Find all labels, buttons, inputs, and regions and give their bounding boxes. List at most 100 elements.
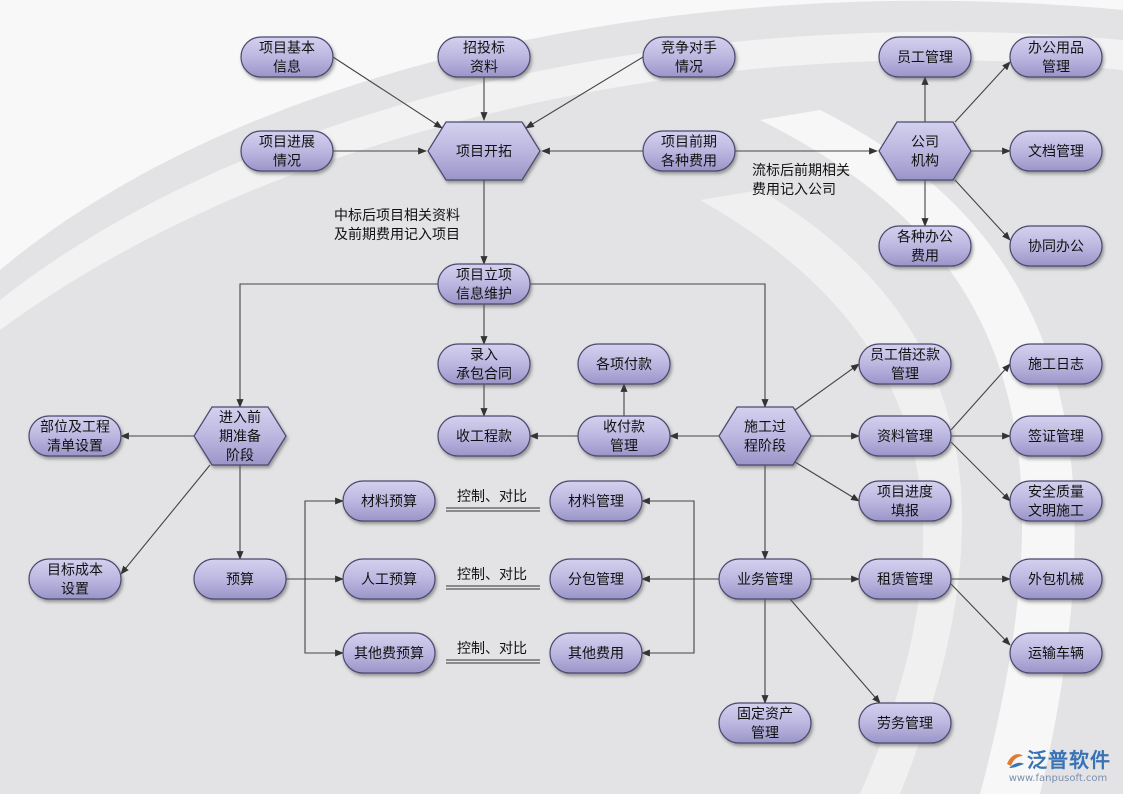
node-label: 施工过 [744,420,786,436]
node-label: 项目立项 [456,268,512,284]
pill-shape [1009,480,1103,522]
node-ywgl: 业务管理 [718,558,812,600]
node-sgck: 收工程款 [437,415,531,457]
pill-shape [549,558,643,600]
node-qzgl: 签证管理 [1009,415,1103,457]
node-xmkt: 项目开拓 [427,121,541,181]
connector-arrow [641,497,695,579]
node-label: 各项付款 [596,357,652,373]
node-label: 项目前期 [661,134,717,151]
node-label: 项目进展 [259,135,315,151]
edge-label: 费用记入公司 [752,182,836,198]
connector-arrow [332,56,443,129]
node-label: 各种办公 [897,230,953,246]
connector-arrow [794,461,860,502]
node-label: 收付款 [603,420,645,436]
pill-shape [437,263,531,305]
node-label: 其他费用 [568,646,624,662]
pill-shape [240,130,334,172]
pill-shape [193,558,287,600]
pill-shape [878,225,972,267]
node-label: 程阶段 [744,439,786,455]
pill-shape [28,415,122,457]
pill-shape [342,632,436,674]
control-compare-text: 控制、对比 [457,641,527,657]
connector-arrow [304,497,344,579]
node-label: 资料 [470,60,498,76]
pill-shape [858,558,952,600]
control-compare-text: 控制、对比 [457,489,527,505]
node-label: 目标成本 [47,563,103,579]
node-label: 运输车辆 [1028,645,1084,662]
node-label: 公司 [911,135,939,151]
control-compare-label: 控制、对比 [446,567,540,590]
node-label: 资料管理 [877,429,933,445]
connector-arrow [954,61,1011,123]
node-label: 各种费用 [661,154,717,170]
pill-shape [28,558,122,600]
edge-label: 流标后前期相关 [752,162,850,179]
pill-shape [577,343,671,385]
node-label: 办公用品 [1028,41,1084,57]
node-label: 其他费预算 [354,646,424,662]
brand-url: www.fanpusoft.com [1008,773,1108,784]
node-ys: 预算 [193,558,287,600]
node-zlgl: 资料管理 [858,415,952,457]
pill-shape [642,130,736,172]
pill-shape [858,480,952,522]
pill-shape [437,343,531,385]
node-zlglB: 租赁管理 [858,558,952,600]
node-label: 固定资产 [737,707,793,723]
node-rgys: 人工预算 [342,558,436,600]
node-lwgl: 劳务管理 [858,702,952,744]
control-compare-label: 控制、对比 [446,489,540,512]
pill-shape [437,415,531,457]
node-gxfk: 各项付款 [577,343,671,385]
pill-shape [1009,130,1103,172]
pill-shape [858,343,952,385]
pill-shape [858,702,952,744]
pill-shape [878,36,972,78]
connector-arrow [794,363,860,411]
node-label: 竞争对手 [661,40,717,57]
node-label: 机构 [911,154,939,170]
hexagon-shape [718,406,812,466]
pill-shape [437,36,531,78]
node-label: 填报 [891,504,919,520]
node-label: 签证管理 [1028,428,1084,445]
brand-logo-icon [1007,754,1024,768]
node-label: 员工管理 [897,50,953,66]
node-label: 业务管理 [737,572,793,588]
node-label: 信息 [273,59,301,76]
node-label: 安全质量 [1028,484,1084,501]
hexagon-shape [193,406,287,466]
control-compare-label: 控制、对比 [446,641,540,664]
pill-shape [1009,343,1103,385]
node-label: 施工日志 [1028,357,1084,373]
node-label: 收工程款 [456,429,512,445]
node-label: 人工预算 [361,572,417,588]
control-compare-text: 控制、对比 [457,567,527,583]
edge-label: 及前期费用记入项目 [334,226,460,243]
pill-shape [342,480,436,522]
node-label: 情况 [273,154,301,170]
node-label: 情况 [675,60,703,76]
node-label: 招投标 [463,41,505,57]
hexagon-shape [427,121,541,181]
connector-arrow [950,583,1011,646]
connector-arrow [950,441,1011,502]
node-label: 租赁管理 [877,572,933,588]
node-label: 材料预算 [361,494,417,510]
